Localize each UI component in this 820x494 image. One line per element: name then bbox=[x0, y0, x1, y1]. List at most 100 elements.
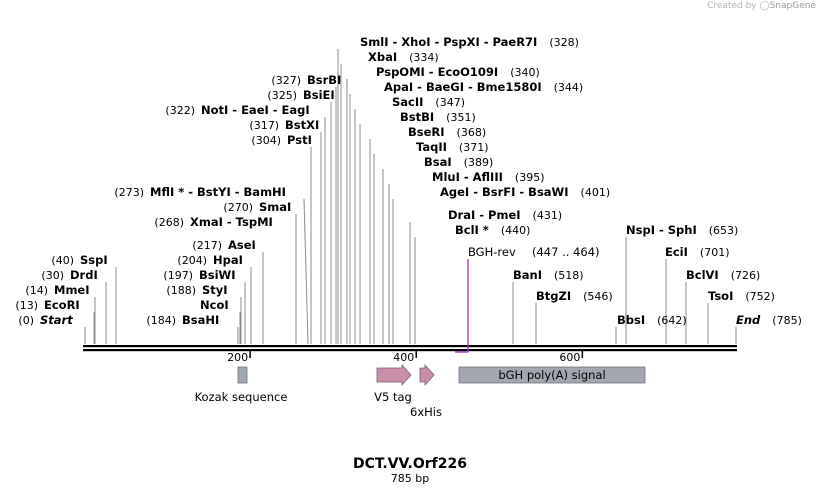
site-label[interactable]: BclI * bbox=[455, 223, 489, 237]
site-label[interactable]: BsiEI bbox=[303, 88, 335, 102]
site-position: (273) bbox=[114, 186, 144, 199]
primer-bgh-rev[interactable]: BGH-rev (447 .. 464) bbox=[455, 245, 600, 353]
site-label[interactable]: StyI bbox=[202, 283, 228, 297]
site-label[interactable]: BsaI bbox=[424, 155, 452, 169]
site-position: (351) bbox=[446, 111, 476, 124]
site-position: (328) bbox=[549, 36, 579, 49]
sequence-length: 785 bp bbox=[391, 472, 429, 485]
site-label[interactable]: AgeI - BsrFI - BsaWI bbox=[440, 185, 569, 199]
site-position: (389) bbox=[464, 156, 494, 169]
site-label[interactable]: MluI - AflIII bbox=[432, 170, 503, 184]
site-position: (653) bbox=[709, 224, 739, 237]
axis-ticks: 200 400 600 bbox=[227, 351, 584, 364]
site-label[interactable]: MmeI bbox=[54, 283, 90, 297]
site-label[interactable]: BsaHI bbox=[182, 313, 219, 327]
primer-name: BGH-rev bbox=[468, 245, 516, 259]
site-label[interactable]: XmaI - TspMI bbox=[190, 215, 273, 229]
site-label[interactable]: NotI - EaeI - EagI bbox=[201, 103, 310, 117]
site-leader-lines bbox=[84, 49, 737, 345]
site-position: (368) bbox=[457, 126, 487, 139]
site-position: (431) bbox=[533, 209, 563, 222]
site-label[interactable]: BanI bbox=[513, 268, 542, 282]
site-label[interactable]: ApaI - BaeGI - Bme1580I bbox=[384, 80, 542, 94]
site-position: (347) bbox=[435, 96, 465, 109]
site-position: (30) bbox=[41, 269, 64, 282]
site-position: (184) bbox=[146, 314, 176, 327]
site-position: (440) bbox=[501, 224, 531, 237]
feature-bgh-poly-a-signal[interactable]: bGH poly(A) signal bbox=[458, 366, 646, 384]
site-label[interactable]: BtgZI bbox=[536, 289, 571, 303]
site-label[interactable]: NspI - SphI bbox=[626, 223, 697, 237]
site-label[interactable]: SmlI - XhoI - PspXI - PaeR7I bbox=[360, 35, 537, 49]
site-label[interactable]: SacII bbox=[392, 95, 423, 109]
feature-v5-tag[interactable]: V5 tag bbox=[374, 363, 412, 404]
site-position: (268) bbox=[154, 216, 184, 229]
site-position: (371) bbox=[459, 141, 489, 154]
site-label[interactable]: HpaI bbox=[213, 253, 243, 267]
site-position: (340) bbox=[510, 66, 540, 79]
site-position: (304) bbox=[251, 134, 281, 147]
site-label[interactable]: BbsI bbox=[617, 313, 645, 327]
dna-backbone bbox=[83, 345, 737, 352]
site-labels: Start (0) EcoRI (13) MmeI (14) DrdI (30) SspI (40… bbox=[15, 35, 801, 327]
site-label[interactable]: MflI * - BstYI - BamHI bbox=[150, 185, 286, 199]
site-label[interactable]: BsrBI bbox=[307, 73, 341, 87]
site-label[interactable]: BstBI bbox=[400, 110, 434, 124]
site-label[interactable]: TaqII bbox=[416, 140, 447, 154]
site-label[interactable]: End bbox=[736, 313, 761, 327]
feature-label: V5 tag bbox=[374, 390, 412, 404]
site-position: (40) bbox=[51, 254, 74, 267]
site-position: (344) bbox=[554, 81, 584, 94]
site-label[interactable]: PspOMI - EcoO109I bbox=[376, 65, 498, 79]
feature-6xhis[interactable]: 6xHis bbox=[410, 363, 442, 419]
site-position: (217) bbox=[192, 239, 222, 252]
site-position: (334) bbox=[409, 51, 439, 64]
feature-label: 6xHis bbox=[410, 405, 442, 419]
site-label[interactable]: AseI bbox=[228, 238, 256, 252]
site-label[interactable]: DraI - PmeI bbox=[448, 208, 521, 222]
site-position: (270) bbox=[223, 201, 253, 214]
axis-tick-label: 600 bbox=[559, 351, 580, 364]
primer-range: (447 .. 464) bbox=[532, 245, 600, 259]
site-label[interactable]: SmaI bbox=[259, 200, 291, 214]
site-position: (546) bbox=[583, 290, 613, 303]
site-position: (317) bbox=[249, 119, 279, 132]
site-position: (188) bbox=[166, 284, 196, 297]
site-position: (327) bbox=[271, 74, 301, 87]
site-label[interactable]: BclVI bbox=[686, 268, 719, 282]
site-position: (726) bbox=[731, 269, 761, 282]
site-position: (204) bbox=[177, 254, 207, 267]
site-position: (401) bbox=[581, 186, 611, 199]
site-position: (322) bbox=[165, 104, 195, 117]
feature-label: bGH poly(A) signal bbox=[498, 368, 605, 382]
site-label[interactable]: BsiWI bbox=[199, 268, 236, 282]
site-position: (785) bbox=[772, 314, 802, 327]
site-label[interactable]: TsoI bbox=[708, 289, 733, 303]
site-label[interactable]: EcoRI bbox=[44, 298, 80, 312]
site-position: (395) bbox=[515, 171, 545, 184]
site-label[interactable]: EciI bbox=[665, 245, 688, 259]
site-position: (701) bbox=[700, 246, 730, 259]
site-label[interactable]: BseRI bbox=[408, 125, 445, 139]
site-label[interactable]: DrdI bbox=[70, 268, 98, 282]
site-label[interactable]: PstI bbox=[287, 133, 312, 147]
feature-kozak-sequence[interactable]: Kozak sequence bbox=[195, 366, 288, 404]
site-position: (0) bbox=[18, 314, 34, 327]
site-position: (14) bbox=[25, 284, 48, 297]
axis-tick-label: 200 bbox=[227, 351, 248, 364]
site-position: (752) bbox=[745, 290, 775, 303]
site-position: (13) bbox=[15, 299, 38, 312]
site-label[interactable]: Start bbox=[40, 313, 73, 327]
snapgene-logo-icon: ◯ bbox=[759, 1, 770, 11]
site-label[interactable]: NcoI bbox=[200, 298, 229, 312]
site-label[interactable]: SspI bbox=[80, 253, 108, 267]
axis-tick-label: 400 bbox=[393, 351, 414, 364]
site-label[interactable]: XbaI bbox=[368, 50, 397, 64]
sequence-title: DCT.VV.Orf226 bbox=[353, 456, 467, 472]
site-label[interactable]: BstXI bbox=[285, 118, 319, 132]
site-position: (325) bbox=[267, 89, 297, 102]
snapgene-credit: Created by ◯SnapGene bbox=[707, 1, 816, 11]
site-leader-line bbox=[303, 198, 309, 345]
